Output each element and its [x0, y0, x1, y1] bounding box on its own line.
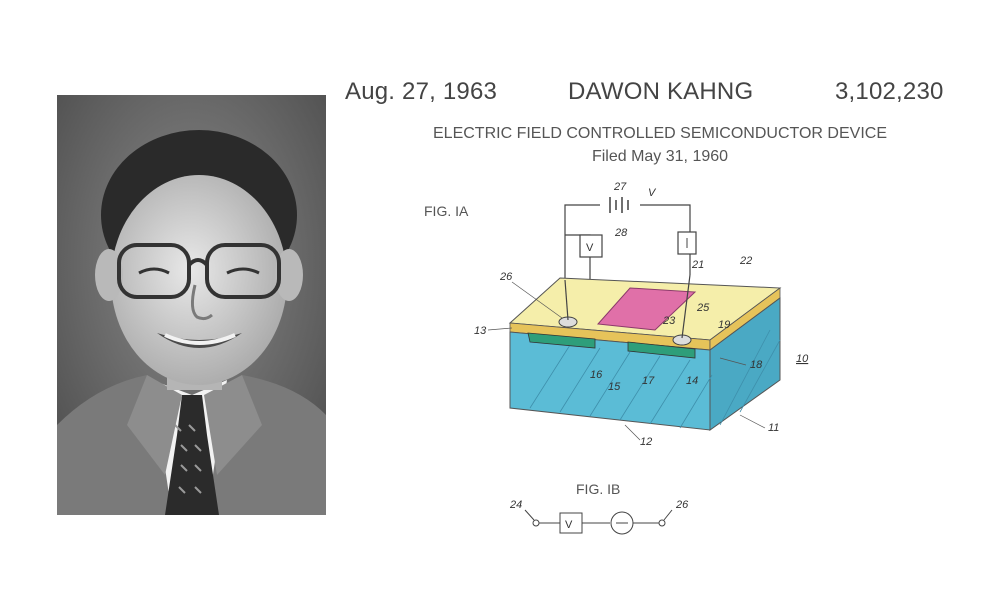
ref-v: V	[648, 187, 657, 199]
portrait-illustration	[57, 95, 326, 515]
ref-21: 21	[691, 259, 704, 271]
drain-region	[627, 341, 696, 359]
semiconductor-device-diagram: 27 V V 28 21 22 26 25 23 19 13 16 15 17 …	[474, 181, 809, 448]
source-region	[527, 332, 596, 349]
ref-28: 28	[614, 227, 628, 239]
ref-13: 13	[474, 325, 487, 337]
ref-17: 17	[642, 375, 655, 387]
ref-23: 23	[662, 315, 676, 327]
circuit-diagram: 24 26 V	[509, 499, 689, 535]
ref-24: 24	[509, 499, 522, 511]
substrate-side	[709, 297, 781, 431]
ref-10: 10	[796, 353, 809, 365]
patent-title: ELECTRIC FIELD CONTROLLED SEMICONDUCTOR …	[433, 125, 887, 142]
fig-1a-label: FIG. IA	[424, 203, 469, 219]
ref-26-b: 26	[675, 499, 689, 511]
filed-date: Filed May 31, 1960	[591, 148, 729, 165]
ref-12: 12	[640, 436, 652, 448]
inventor-name: DAWON KAHNG	[568, 78, 754, 105]
portrait-photo	[57, 95, 326, 515]
voltmeter-symbol: V	[586, 242, 594, 254]
ref-27: 27	[613, 181, 627, 193]
patent-date: Aug. 27, 1963	[345, 78, 498, 105]
ref-11: 11	[768, 422, 779, 434]
ref-18: 18	[750, 359, 763, 371]
ref-16: 16	[590, 369, 603, 381]
ref-26: 26	[499, 271, 513, 283]
gate-electrode	[596, 287, 697, 331]
voltmeter-box	[579, 234, 603, 258]
ref-22: 22	[739, 255, 752, 267]
fig-1b-label: FIG. IB	[576, 481, 621, 497]
ref-14: 14	[686, 375, 698, 387]
ref-15: 15	[608, 381, 621, 393]
ref-25: 25	[696, 302, 710, 314]
voltmeter-symbol-b: V	[565, 519, 573, 531]
ref-19: 19	[718, 319, 730, 331]
patent-number: 3,102,230	[835, 78, 944, 105]
